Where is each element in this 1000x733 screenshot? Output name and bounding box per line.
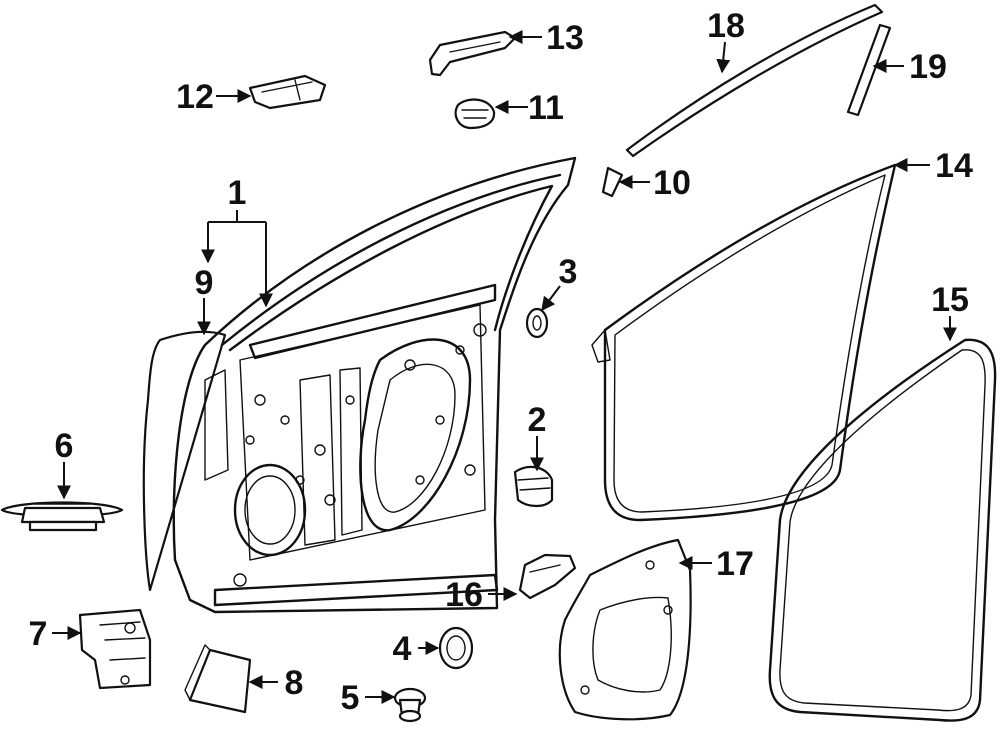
bracket-part-10[interactable]: [601, 166, 624, 198]
callout-16: 16: [445, 576, 483, 614]
leader-18: [716, 41, 731, 74]
callout-4: 4: [393, 630, 412, 668]
callout-12: 12: [176, 78, 214, 116]
callout-11: 11: [528, 89, 564, 127]
callout-10: 10: [653, 164, 691, 202]
callout-19: 19: [909, 48, 947, 86]
callout-8: 8: [285, 664, 304, 702]
plug-part-2[interactable]: [513, 465, 554, 508]
handle-cap-part-12[interactable]: [248, 74, 327, 110]
clip-part-5[interactable]: [393, 687, 427, 723]
ring-seal-part-4[interactable]: [438, 626, 474, 670]
leader-lines: [52, 30, 957, 704]
speaker-cover-part-6[interactable]: [0, 501, 124, 532]
callout-1: 1: [228, 174, 247, 212]
handle-housing-part-11[interactable]: [454, 98, 496, 130]
outer-handle-part-13[interactable]: [428, 30, 517, 77]
door-shell-part[interactable]: [142, 156, 577, 614]
callout-14: 14: [935, 147, 973, 185]
leader-3: [541, 285, 561, 312]
pad-part-8[interactable]: [184, 644, 252, 714]
grommet-part-3[interactable]: [525, 307, 549, 339]
callout-labels: 1 2 3 4 5 6 7 8 9 10 11 12 13 14 15 16 1…: [29, 7, 973, 717]
callout-7: 7: [29, 615, 48, 653]
callout-17: 17: [716, 545, 754, 583]
callout-13: 13: [546, 19, 584, 57]
door-weatherstrip-part-14[interactable]: [591, 163, 897, 522]
lock-actuator-part-7[interactable]: [78, 608, 152, 690]
callout-5: 5: [341, 679, 360, 717]
belt-molding-part-18[interactable]: [625, 3, 884, 158]
callout-3: 3: [559, 253, 578, 291]
body-weatherstrip-part-15[interactable]: [768, 338, 997, 722]
callout-15: 15: [931, 281, 969, 319]
trim-strip-part-19[interactable]: [846, 23, 892, 117]
callout-2: 2: [528, 401, 547, 439]
watershield-part-17[interactable]: [558, 538, 692, 721]
callout-18: 18: [707, 7, 745, 45]
callout-9: 9: [195, 264, 214, 302]
inner-handle-part-16[interactable]: [518, 553, 577, 600]
callout-6: 6: [55, 427, 74, 465]
